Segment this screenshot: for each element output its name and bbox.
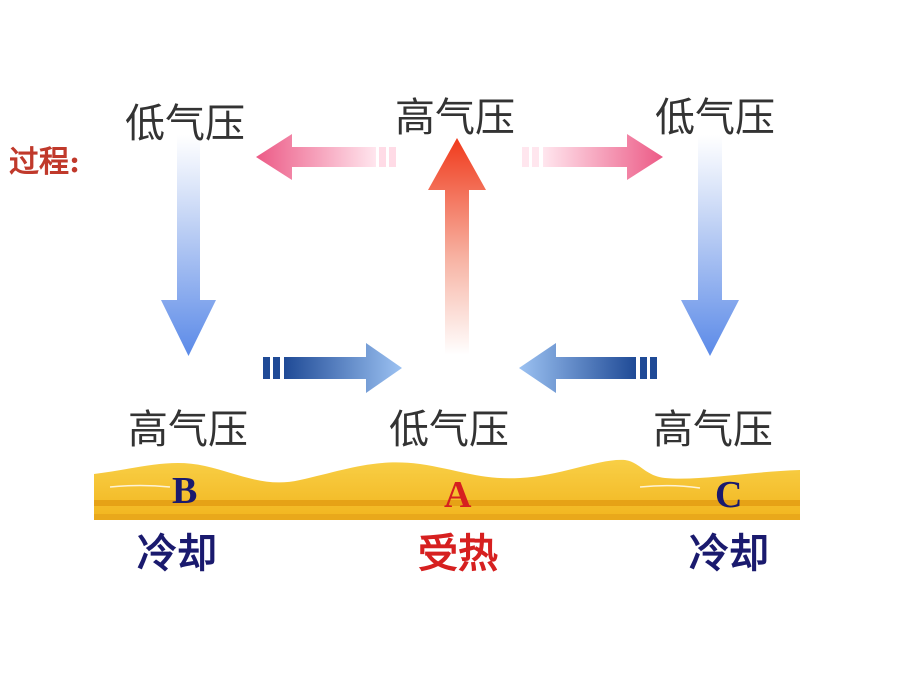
state-label-cooling-left: 冷却 bbox=[137, 530, 217, 577]
pressure-label-top-left: 低气压 bbox=[125, 101, 245, 147]
process-label: 过程: bbox=[9, 145, 81, 180]
state-label-heating-center: 受热 bbox=[418, 530, 498, 577]
arrow-descending-left bbox=[161, 135, 216, 356]
pressure-label-top-right: 低气压 bbox=[655, 95, 775, 141]
pressure-label-top-center: 高气压 bbox=[395, 95, 515, 141]
pressure-label-bottom-left: 高气压 bbox=[128, 407, 248, 453]
arrow-surface-flow-left bbox=[263, 343, 402, 393]
state-label-cooling-right: 冷却 bbox=[689, 530, 769, 577]
arrow-upper-flow-left bbox=[256, 134, 396, 180]
pressure-label-bottom-center: 低气压 bbox=[389, 407, 509, 453]
ground-surface bbox=[94, 459, 800, 520]
point-label-a: A bbox=[444, 474, 472, 516]
arrow-rising-center bbox=[428, 138, 486, 355]
point-label-c: C bbox=[715, 474, 743, 516]
point-label-b: B bbox=[172, 470, 198, 512]
arrow-descending-right bbox=[681, 135, 739, 356]
arrow-upper-flow-right bbox=[522, 134, 663, 180]
arrow-surface-flow-right bbox=[519, 343, 657, 393]
pressure-label-bottom-right: 高气压 bbox=[653, 407, 773, 453]
